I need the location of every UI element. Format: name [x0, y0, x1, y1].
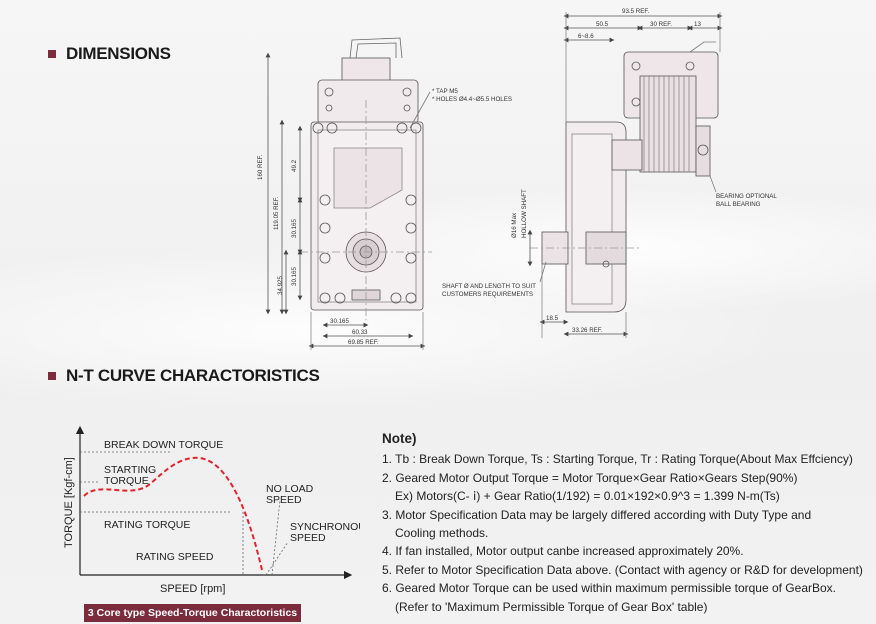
note-6: 6. Geared Motor Torque can be used withi… [382, 581, 836, 596]
dim-13: 13 [694, 21, 701, 28]
bearing-2: BALL BEARING [716, 201, 761, 208]
dim-30: 30 REF. [650, 21, 672, 28]
breakdown-label: BREAK DOWN TORQUE [104, 439, 223, 451]
dimensions-title: DIMENSIONS [66, 44, 171, 63]
rating-speed-label: RATING SPEED [136, 551, 214, 563]
rating-torque-label: RATING TORQUE [104, 519, 190, 531]
note-2: 2. Geared Motor Output Torque = Motor To… [382, 470, 798, 485]
side-dimension-labels: 93.5 REF. 50.5 30 REF. 13 6~8.6 Ø16 Max … [442, 8, 777, 334]
sync-label-2: SPEED [290, 532, 326, 544]
nt-curve-heading: N-T CURVE CHARACTORISTICS [48, 366, 320, 386]
front-dimension-labels: 160 REF. 119.05 REF. 49.2 30.165 34.925 … [257, 88, 512, 346]
shaft-note-1: SHAFT Ø AND LENGTH TO SUIT [442, 283, 536, 290]
x-axis-label: SPEED [rpm] [160, 583, 225, 595]
dimension-drawing: 160 REF. 119.05 REF. 49.2 30.165 34.925 … [257, 8, 777, 350]
torque-speed-curve [83, 456, 263, 571]
noload-leader [265, 541, 289, 576]
dimensions-heading: DIMENSIONS [48, 44, 171, 64]
note-6-cont: (Refer to 'Maximum Permissible Torque of… [395, 599, 708, 614]
dim-30c: 30.165 [330, 318, 349, 325]
sync-leader [271, 499, 281, 576]
notes-title: Note) [382, 431, 417, 446]
hollow-1: Ø16 Max [511, 212, 518, 238]
side-view [527, 12, 723, 338]
shaft-note-2: CUSTOMERS REQUIREMENTS [442, 291, 533, 298]
note-1: 1. Tb : Break Down Torque, Ts : Starting… [382, 452, 853, 467]
heading-bullet-icon [48, 50, 56, 58]
nt-curve-graph: BREAK DOWN TORQUE STARTING TORQUE RATING… [63, 425, 360, 595]
sync-label-1: SYNCHRONOUS [290, 521, 360, 533]
dim-93: 93.5 REF. [622, 8, 649, 15]
front-view [265, 37, 432, 350]
dim-160: 160 REF. [257, 154, 264, 180]
dim-30b: 30.165 [291, 267, 298, 286]
dim-69: 69.85 REF. [348, 339, 379, 346]
note-2-example: Ex) Motors(C- ⅰ) + Gear Ratio(1/192) = 0… [395, 489, 780, 504]
noload-label-2: SPEED [266, 494, 302, 506]
y-axis-label: TORQUE [Kgf-cm] [63, 457, 75, 548]
dim-34: 34.925 [277, 276, 284, 295]
note-3: 3. Motor Specification Data may be large… [382, 507, 812, 522]
hollow-2: HOLLOW SHAFT [521, 189, 528, 238]
graph-caption: 3 Core type Speed-Torque Charactoristics [84, 604, 301, 622]
noload-label-1: NO LOAD [266, 483, 314, 495]
note-4: 4. If fan installed, Motor output canbe … [382, 544, 744, 559]
dim-119: 119.05 REF. [273, 196, 280, 230]
starting-label-1: STARTING [104, 464, 156, 476]
note-5: 5. Refer to Motor Specification Data abo… [382, 562, 863, 577]
bearing-1: BEARING OPTIONAL [716, 193, 777, 200]
dim-33: 33.26 REF. [572, 327, 603, 334]
tap-note-1: * TAP M5 [432, 88, 458, 95]
dim-30a: 30.165 [291, 219, 298, 238]
heading-bullet-icon [48, 372, 56, 380]
note-3-cont: Cooling methods. [395, 526, 489, 541]
dim-18: 18.5 [546, 315, 559, 322]
dim-49: 49.2 [291, 159, 298, 172]
nt-curve-title: N-T CURVE CHARACTORISTICS [66, 366, 320, 385]
starting-label-2: TORQUE [104, 475, 149, 487]
notes-block: Note) 1. Tb : Break Down Torque, Ts : St… [382, 430, 863, 616]
tap-note-2: * HOLES Ø4.4~Ø5.5 HOLES [432, 96, 512, 103]
dim-50: 50.5 [596, 21, 609, 28]
dim-6: 6~8.6 [578, 33, 594, 40]
dim-60: 60.33 [352, 329, 368, 336]
